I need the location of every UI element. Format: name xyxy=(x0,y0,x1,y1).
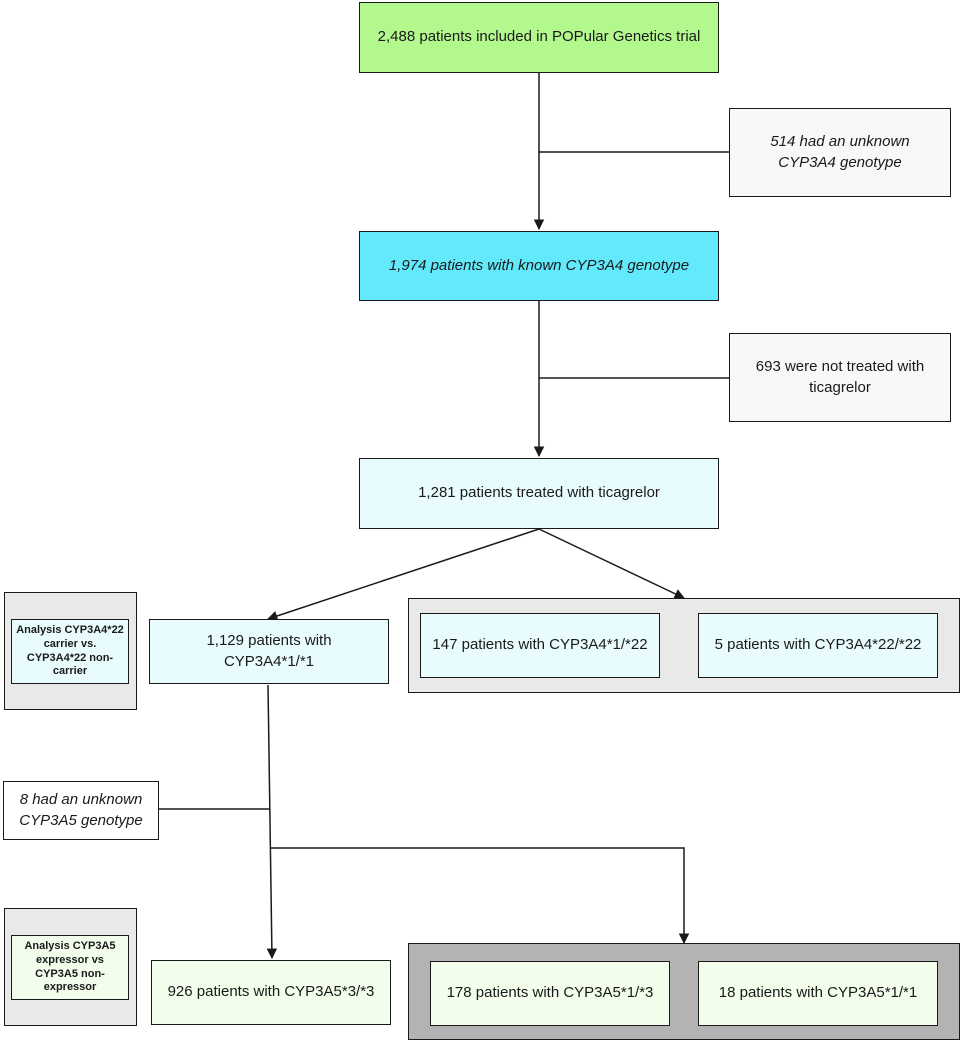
not-treated-box: 693 were not treated with ticagrelor xyxy=(729,333,951,422)
analysis-cyp3a5-box: Analysis CYP3A5 expressor vs CYP3A5 non-… xyxy=(11,935,129,1000)
treated-box: 1,281 patients treated with ticagrelor xyxy=(359,458,719,529)
known-cyp3a4-box: 1,974 patients with known CYP3A4 genotyp… xyxy=(359,231,719,301)
cyp3a5-1-3-box: 178 patients with CYP3A5*1/*3 xyxy=(430,961,670,1026)
unknown-cyp3a4-box: 514 had an unknown CYP3A4 genotype xyxy=(729,108,951,197)
analysis-cyp3a4-box: Analysis CYP3A4*22 carrier vs. CYP3A4*22… xyxy=(11,619,129,684)
cyp3a4-1-1-box: 1,129 patients with CYP3A4*1/*1 xyxy=(149,619,389,684)
included-box: 2,488 patients included in POPular Genet… xyxy=(359,2,719,73)
cyp3a4-1-22-box: 147 patients with CYP3A4*1/*22 xyxy=(420,613,660,678)
cyp3a5-1-1-box: 18 patients with CYP3A5*1/*1 xyxy=(698,961,938,1026)
arrow-treated-to-cyp3a4-1-1 xyxy=(267,528,540,622)
cyp3a5-3-3-box: 926 patients with CYP3A5*3/*3 xyxy=(151,960,391,1025)
line-cyp3a4-1-1-down xyxy=(266,684,278,960)
unknown-cyp3a5-box: 8 had an unknown CYP3A5 genotype xyxy=(3,781,159,840)
arrow-treated-to-carriers xyxy=(538,528,685,599)
cyp3a4-22-22-box: 5 patients with CYP3A4*22/*22 xyxy=(698,613,938,678)
arrow-to-expressors xyxy=(271,847,690,945)
